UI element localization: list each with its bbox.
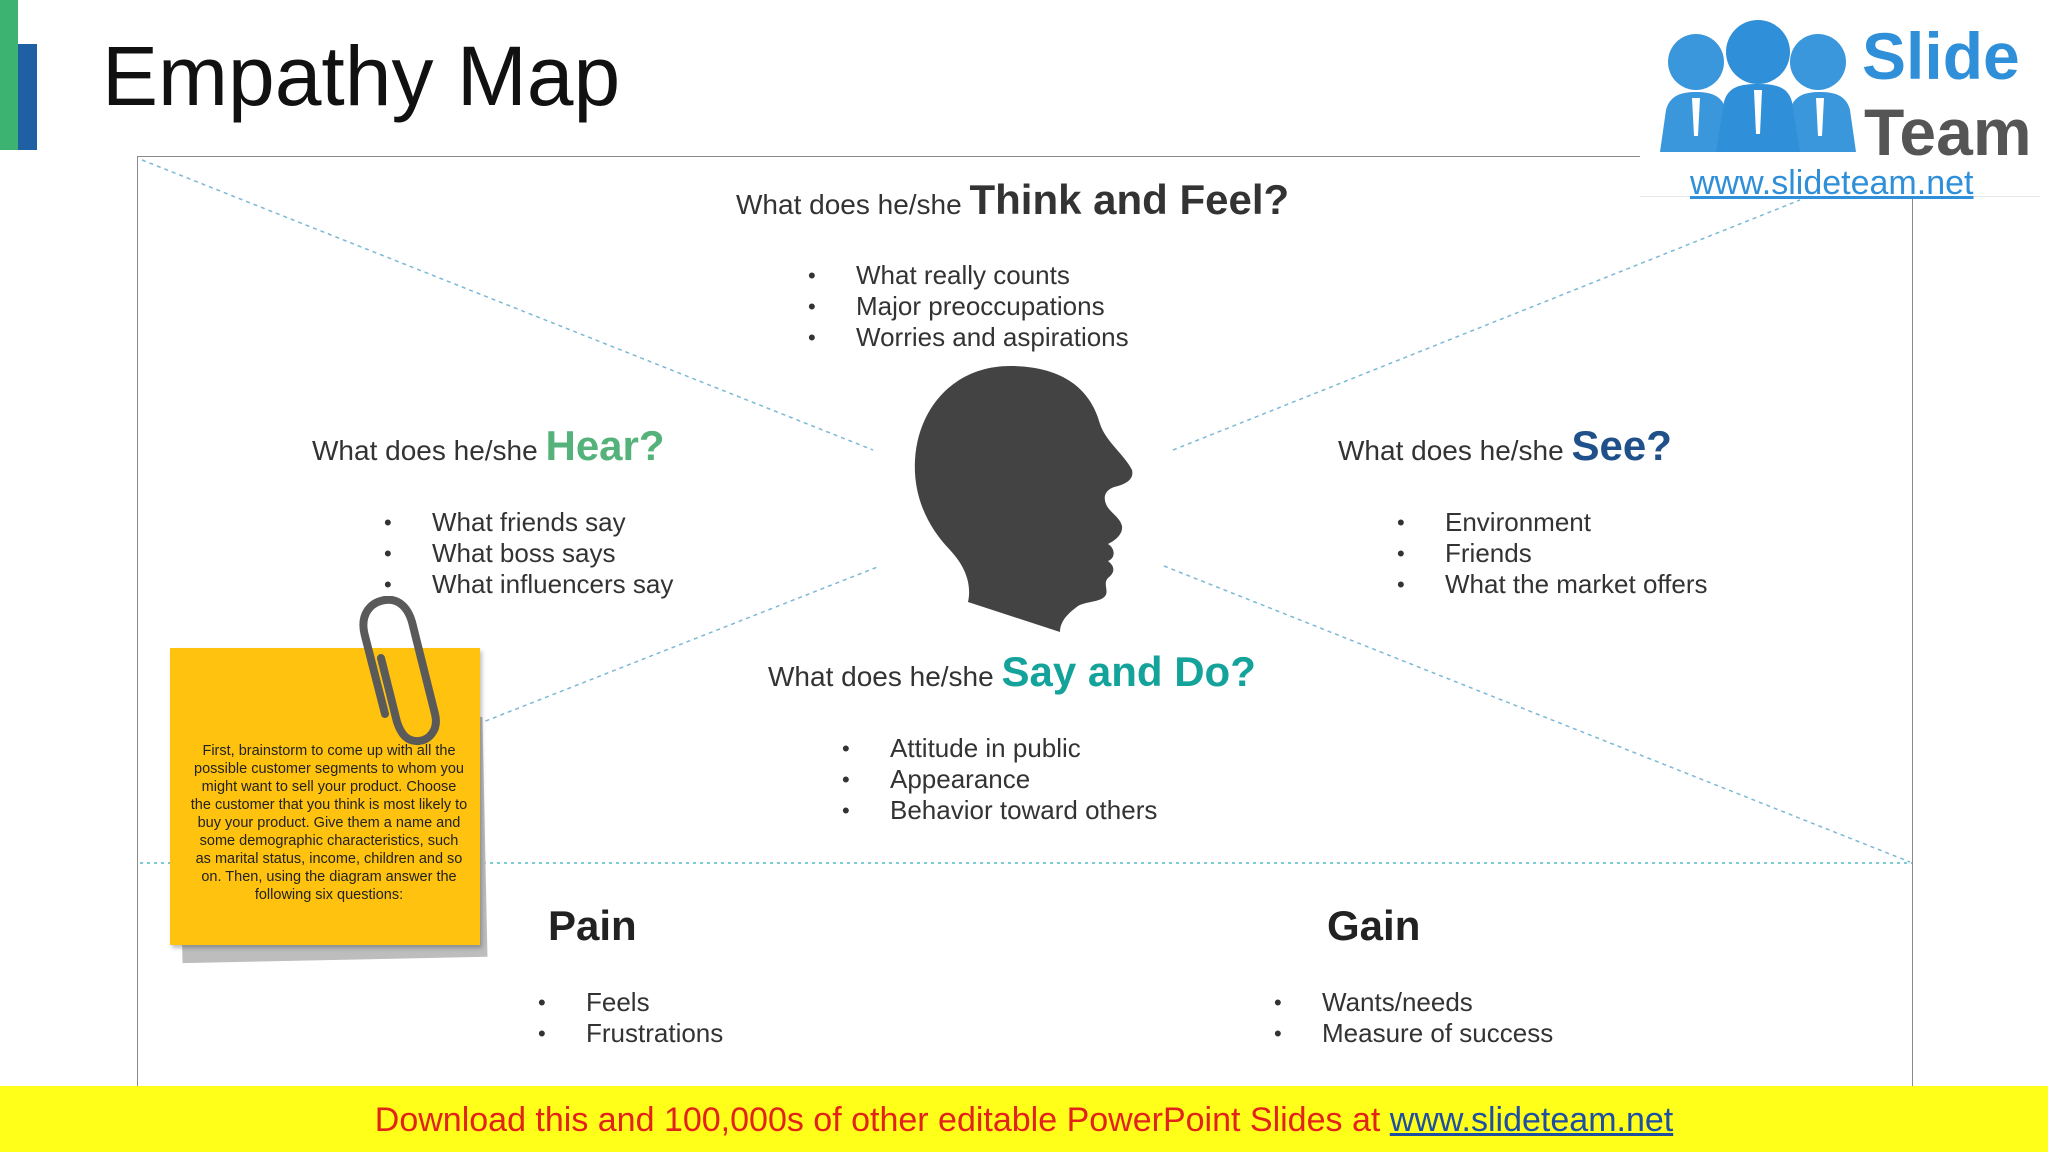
hear-heading: Hear? [545, 422, 665, 469]
think-feel-list: What really counts Major preoccupations … [808, 260, 1129, 353]
banner-link[interactable]: www.slideteam.net [1389, 1101, 1674, 1139]
page-title: Empathy Map [102, 29, 621, 123]
hear-list: What friends say What boss says What inf… [384, 507, 673, 600]
download-banner-text: Download this and 100,000s of other edit… [0, 1101, 2048, 1140]
pain-heading: Pain [548, 902, 637, 949]
list-item: Friends [1397, 538, 1708, 569]
logo-url-link[interactable]: www.slideteam.net [1690, 164, 1974, 202]
say-do-heading: Say and Do? [1001, 648, 1256, 695]
banner-message: Download this and 100,000s of other edit… [374, 1101, 1390, 1139]
list-item: Measure of success [1274, 1018, 1553, 1049]
list-item: What the market offers [1397, 569, 1708, 600]
head-silhouette-icon [914, 366, 1133, 632]
list-item: What boss says [384, 538, 673, 569]
logo-slide-text: Slide [1862, 19, 2020, 93]
see-prefix: What does he/she [1338, 435, 1572, 466]
logo-team-text: Team [1864, 95, 2032, 169]
list-item: Behavior toward others [842, 795, 1157, 826]
say-do-prefix: What does he/she [768, 661, 1002, 692]
see-question: What does he/she See? [1338, 422, 1672, 470]
list-item: Attitude in public [842, 733, 1157, 764]
list-item: Appearance [842, 764, 1157, 795]
list-item: Environment [1397, 507, 1708, 538]
pain-list: Feels Frustrations [538, 987, 723, 1049]
list-item: Wants/needs [1274, 987, 1553, 1018]
say-do-list: Attitude in public Appearance Behavior t… [842, 733, 1157, 826]
list-item: Feels [538, 987, 723, 1018]
list-item: What influencers say [384, 569, 673, 600]
download-banner [0, 1086, 2048, 1152]
think-feel-question: What does he/she Think and Feel? [736, 176, 1289, 224]
hear-prefix: What does he/she [312, 435, 546, 466]
gain-heading: Gain [1327, 902, 1421, 949]
hear-question: What does he/she Hear? [312, 422, 665, 470]
paperclip-icon [359, 596, 440, 746]
list-item: What friends say [384, 507, 673, 538]
see-list: Environment Friends What the market offe… [1397, 507, 1708, 600]
see-heading: See? [1571, 422, 1672, 469]
title-accent-blue [18, 44, 37, 150]
think-feel-prefix: What does he/she [736, 189, 970, 220]
people-icon [1660, 20, 1856, 152]
title-accent-green [0, 0, 18, 150]
list-item: What really counts [808, 260, 1129, 291]
think-feel-heading: Think and Feel? [969, 176, 1290, 223]
sticky-note-text: First, brainstorm to come up with all th… [190, 743, 468, 903]
gain-list: Wants/needs Measure of success [1274, 987, 1553, 1049]
list-item: Major preoccupations [808, 291, 1129, 322]
map-frame [137, 156, 1913, 1086]
say-do-question: What does he/she Say and Do? [768, 648, 1256, 696]
list-item: Frustrations [538, 1018, 723, 1049]
list-item: Worries and aspirations [808, 322, 1129, 353]
